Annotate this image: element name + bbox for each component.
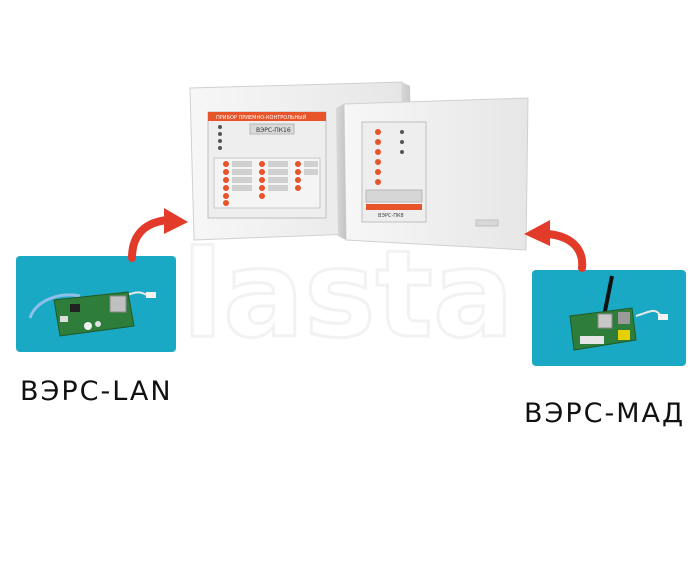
small-panel-model-text: ВЭРС-ПК8 [378, 213, 404, 219]
status-leds [218, 125, 222, 150]
mad-module-label: ВЭРС-МАД [524, 398, 686, 429]
small-control-panel: ВЭРС-ПК8 [336, 97, 529, 251]
zone-indicators [213, 157, 321, 209]
panel-header-text: ПРИБОР ПРИЕМНО-КОНТРОЛЬНЫЙ [216, 114, 307, 121]
arrow-left [128, 208, 188, 262]
lan-module-image [16, 256, 176, 352]
watermark-text: lasta [182, 226, 514, 365]
lan-module-label: ВЭРС-LAN [20, 376, 173, 407]
panel-model-text: ВЭРС-ПК16 [256, 127, 291, 134]
mad-module-image [532, 270, 686, 366]
arrow-right [524, 220, 587, 272]
panel-header-bar [208, 112, 326, 121]
zone-indicators-small [375, 129, 381, 185]
watermark: lasta [181, 225, 516, 367]
